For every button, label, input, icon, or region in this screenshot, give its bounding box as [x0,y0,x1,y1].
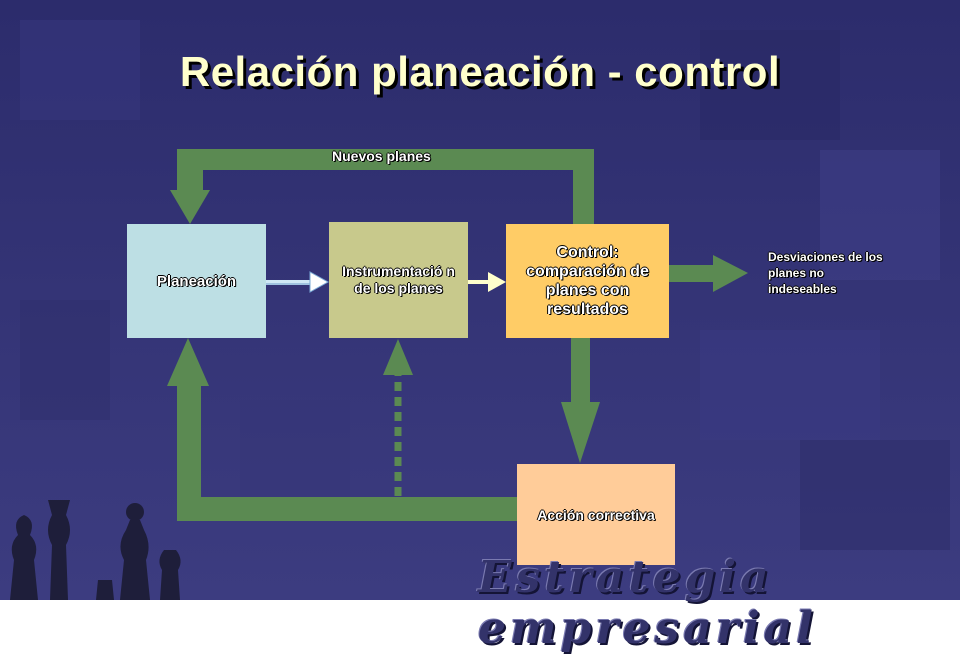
box-planeacion: Planeación [127,224,266,338]
arrow-accion-shaft [571,338,590,404]
loop-down-segment [177,149,203,193]
connector-instrumentacion-control [468,272,506,292]
arrow-into-planeacion [170,190,210,224]
box-control-label: Control: comparación de planes con resul… [526,244,649,318]
box-instrumentacion-label: Instrumentació n de los planes [342,263,455,296]
arrow-desviaciones-head [713,255,748,292]
watermark-logo: Estrategia empresarial [478,552,817,654]
arrow-accion-head [561,402,600,463]
box-control: Control: comparación de planes con resul… [506,224,669,338]
box-accion-correctiva: Acción correctiva [517,464,675,565]
page-title: Relación planeación - control [179,48,781,95]
box-accion-label: Acción correctiva [537,506,655,523]
box-planeacion-label: Planeación [156,272,237,290]
loop-bottom-segment [177,497,517,521]
connector-planeacion-instrumentacion [266,271,330,293]
label-desviaciones: Desviaciones de los planes no indeseable… [768,250,883,296]
box-instrumentacion: Instrumentació n de los planes [329,222,468,338]
chess-pieces-decoration [10,500,181,600]
label-nuevos-planes: Nuevos planes [332,148,431,164]
flow-diagram [167,149,748,521]
dashed-arrow-head [383,339,413,375]
arrow-desviaciones-shaft [669,265,715,282]
loop-top-segment [177,149,594,170]
loop-left-up-segment [177,384,201,521]
arrow-up-planeacion [167,338,209,386]
